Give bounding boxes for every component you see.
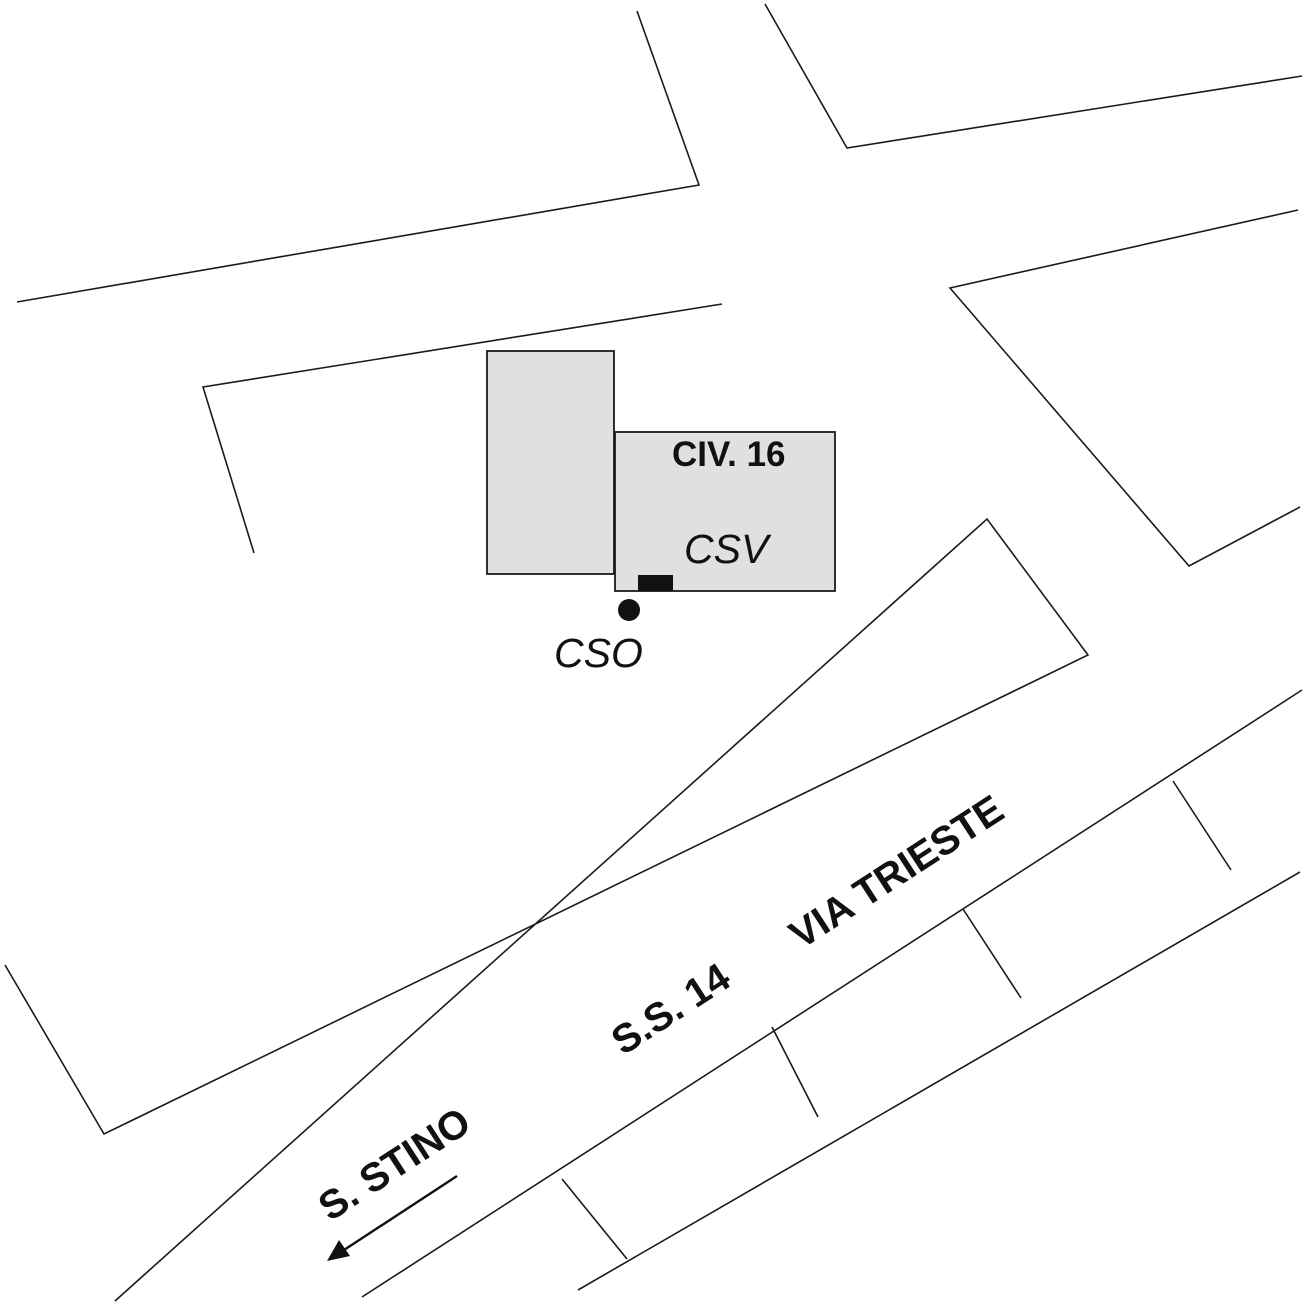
direction-label: S. STINO: [311, 1099, 478, 1229]
meter-box-icon: [638, 575, 673, 591]
lot-dividers: [561, 780, 1232, 1260]
block-right-edge: [948, 209, 1301, 568]
lot-divider: [561, 1178, 628, 1260]
buildings: [486, 350, 836, 592]
point-label: CSO: [554, 630, 643, 676]
arrow-southwest-icon: [327, 1174, 458, 1261]
block-main-edge: [4, 517, 1090, 1302]
lot-divider: [771, 1026, 819, 1118]
street-outlines: [4, 3, 1303, 1302]
via-trieste-road: [361, 689, 1303, 1298]
building-civ-16: [614, 431, 836, 592]
block-center-left-edge: [201, 303, 723, 554]
road-code-label: S.S. 14: [604, 955, 739, 1064]
point-marker-icon: [618, 599, 640, 621]
lot-divider: [962, 908, 1022, 999]
building-label: CIV. 16: [672, 435, 786, 474]
building-annex: [486, 350, 615, 575]
lot-divider: [1172, 780, 1232, 871]
block-top-left-edge: [16, 10, 701, 303]
block-top-right-edge: [764, 3, 1303, 149]
road-north-side: [361, 689, 1303, 1298]
road-south-side: [577, 871, 1301, 1291]
meter-label: CSV: [684, 526, 772, 572]
